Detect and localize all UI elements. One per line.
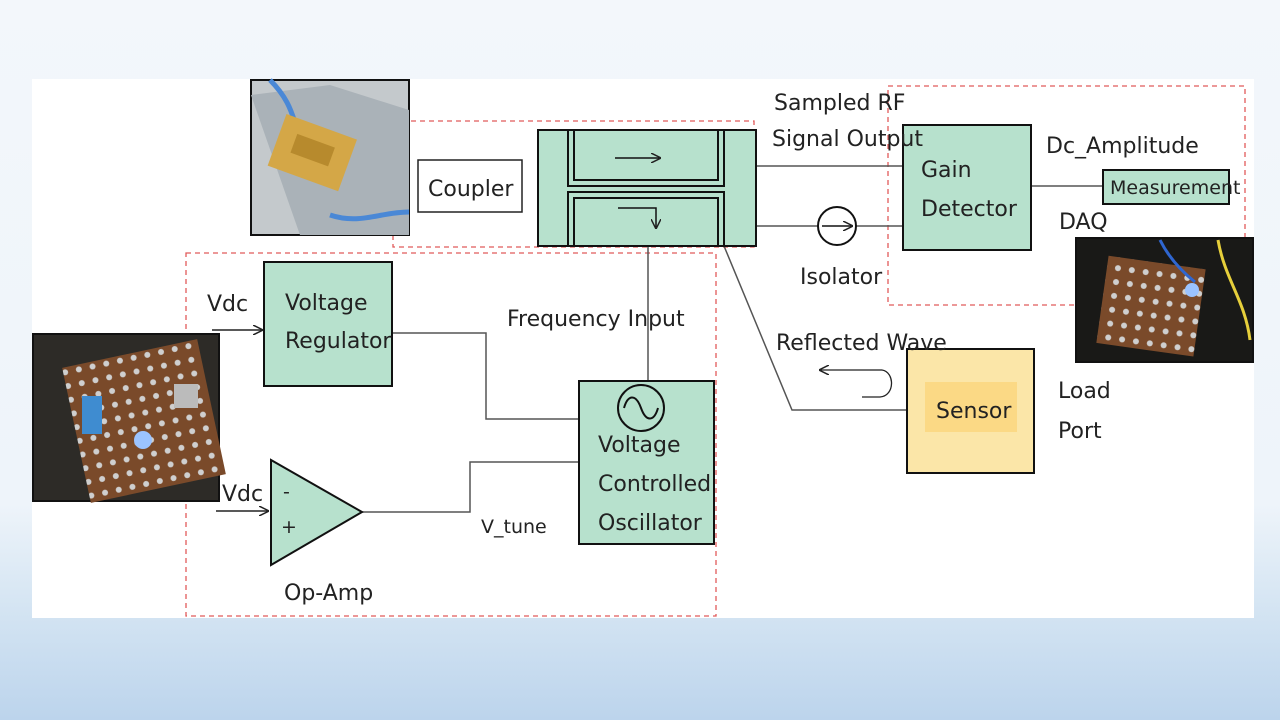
detector-pcb-photo — [1075, 237, 1254, 363]
vco-oscillator-label: Oscillator — [598, 511, 703, 536]
detector-label: Detector — [921, 197, 1018, 222]
sampled-rf-label: Sampled RF — [774, 91, 905, 116]
measurement-block — [1102, 169, 1230, 205]
sine-source-icon — [617, 384, 665, 432]
op-amp-symbol — [270, 458, 365, 567]
sensor-label-bg — [925, 382, 1017, 432]
gain-detector-block — [902, 124, 1032, 251]
op-amp-plus-label: + — [281, 516, 297, 538]
signal-output-label: Signal Output — [772, 127, 923, 152]
op-amp-minus-label: - — [283, 481, 290, 503]
pcb-photo — [32, 333, 226, 503]
sensor-label: Sensor — [936, 399, 1012, 424]
coupler-hardware-photo — [250, 78, 410, 236]
reflected-wave-arrow — [862, 369, 893, 398]
coupler-label: Coupler — [428, 177, 514, 202]
load-label: Load — [1058, 379, 1111, 404]
port-label: Port — [1058, 419, 1102, 444]
coupler-label-box — [417, 159, 523, 213]
gain-label: Gain — [921, 158, 972, 183]
measurement-label: Measurement — [1110, 177, 1240, 199]
voltage-label: Voltage — [285, 291, 368, 316]
opamp-to-vco-line — [362, 461, 579, 513]
reflected-wave-label: Reflected Wave — [776, 331, 947, 356]
v-tune-label: V_tune — [481, 516, 547, 538]
regulator-label: Regulator — [285, 329, 392, 354]
vdc-bottom-label: Vdc — [222, 482, 263, 507]
frequency-input-label: Frequency Input — [507, 307, 685, 332]
isolator-label: Isolator — [800, 265, 883, 290]
dc-amplitude-label: Dc_Amplitude — [1046, 134, 1199, 159]
coupler-to-sensor-line — [723, 245, 907, 411]
directional-coupler-block — [537, 129, 757, 247]
vco-controlled-label: Controlled — [598, 472, 711, 497]
vdc-top-label: Vdc — [207, 292, 248, 317]
op-amp-label: Op-Amp — [284, 581, 373, 606]
daq-label: DAQ — [1059, 210, 1108, 235]
regulator-to-vco-line — [392, 332, 579, 420]
voltage-regulator-block — [263, 261, 393, 387]
isolator-icon — [817, 206, 857, 246]
vco-voltage-label: Voltage — [598, 433, 681, 458]
